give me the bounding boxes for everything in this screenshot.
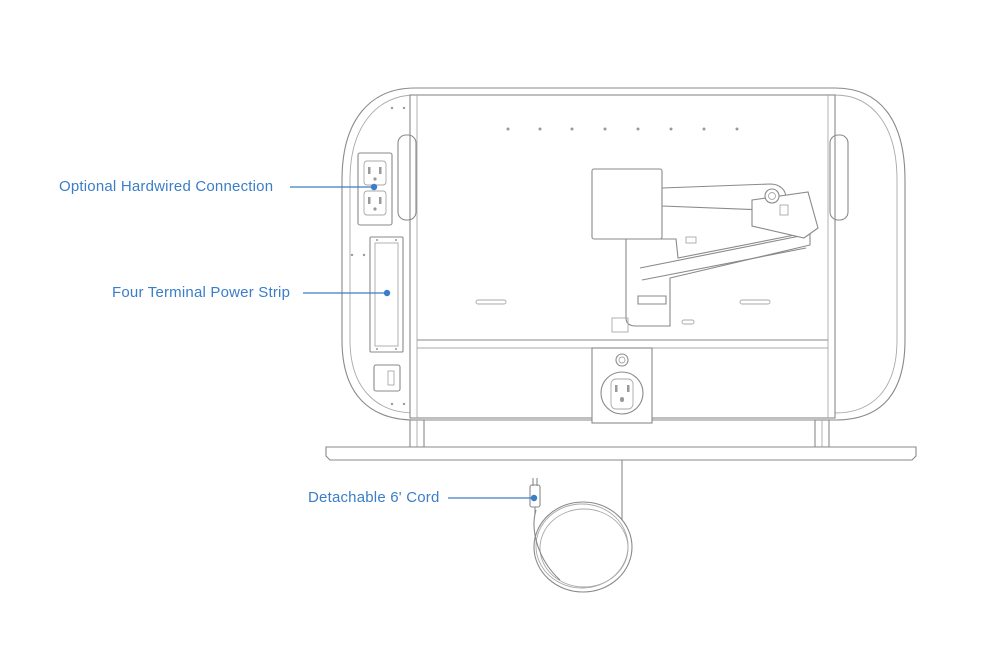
callout-leader-power-strip xyxy=(303,289,391,297)
base-plate xyxy=(325,446,917,461)
callout-label-hardwired: Optional Hardwired Connection xyxy=(59,178,274,195)
callout-label-power-strip: Four Terminal Power Strip xyxy=(112,284,291,301)
cabinet-outer-shell xyxy=(341,87,906,421)
switch-plate xyxy=(373,364,401,392)
shelf-slot-left xyxy=(475,299,507,305)
right-handle xyxy=(829,134,849,221)
coiled-cord xyxy=(533,501,633,593)
monitor-arm xyxy=(591,168,819,333)
center-outlet-panel xyxy=(591,347,653,424)
left-handle xyxy=(397,134,417,221)
callout-leader-cord xyxy=(448,494,538,502)
mounting-holes-top xyxy=(506,127,739,131)
callout-leader-hardwired xyxy=(290,183,378,191)
shelf-slot-right xyxy=(739,299,771,305)
callout-label-cord: Detachable 6' Cord xyxy=(308,489,440,506)
